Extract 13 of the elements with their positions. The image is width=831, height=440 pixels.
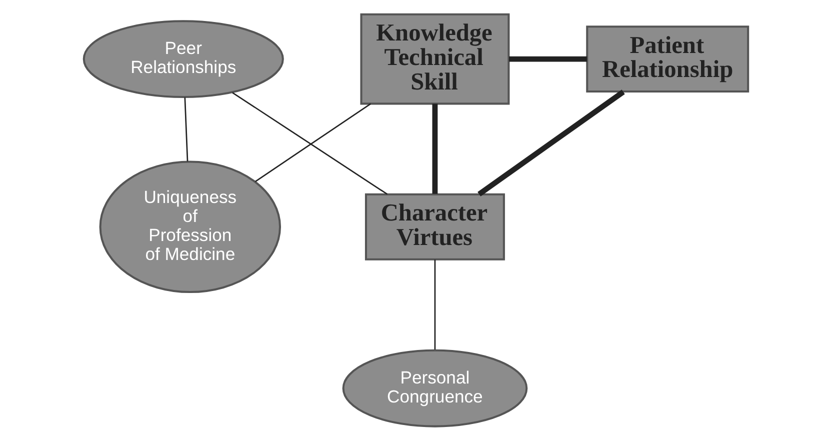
connector xyxy=(432,103,438,194)
node-ellipse: Uniqueness of Profession of Medicine xyxy=(98,160,281,293)
node-ellipse: Personal Congruence xyxy=(342,348,528,427)
node-ellipse: Peer Relationships xyxy=(82,20,284,98)
node-box: Knowledge Technical Skill xyxy=(360,12,510,104)
node-box: Patient Relationship xyxy=(586,25,749,92)
connector xyxy=(434,259,436,350)
connector xyxy=(508,56,587,62)
node-box: Character Virtues xyxy=(364,192,504,260)
connector xyxy=(184,96,188,161)
connector xyxy=(254,102,371,182)
connector xyxy=(232,92,388,194)
connector xyxy=(477,89,624,196)
